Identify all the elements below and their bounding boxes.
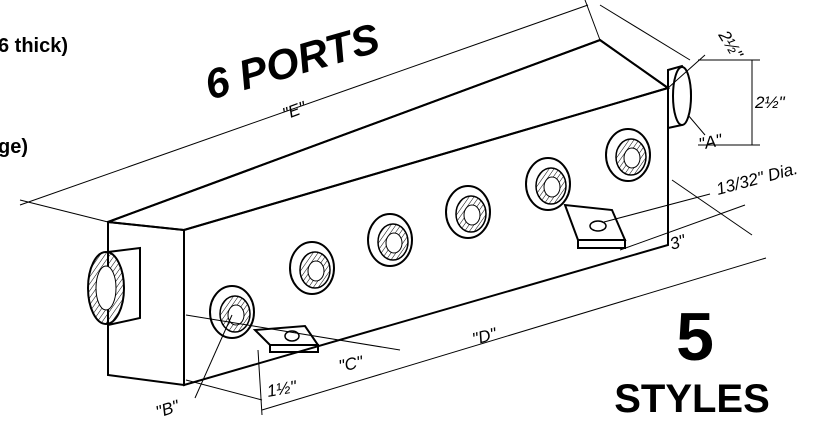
dimension-lines [19, 0, 767, 416]
dimension-d-label: "D" [470, 324, 499, 349]
styles-label: STYLES [614, 377, 770, 421]
hole-diameter-label: 13/32" Dia. [714, 159, 800, 199]
dimension-width-top-label: 2½" [714, 26, 747, 63]
port-5 [525, 157, 571, 211]
dimension-offset-label: 1½" [265, 377, 298, 401]
manifold-body [107, 38, 671, 387]
port-1 [209, 285, 255, 339]
side-note-line1: 6 thick) [0, 35, 68, 57]
dimension-height-right-label: 2½" [754, 93, 786, 112]
mounting-bracket-left [252, 324, 320, 353]
dimension-bracket-length-label: 3" [667, 231, 689, 254]
port-4 [445, 185, 491, 239]
outlet-pipe-right [667, 64, 692, 130]
dimension-e-label: "E" [280, 98, 309, 124]
inlet-pipe-left [87, 246, 141, 327]
headline-ports: 6 PORTS [200, 14, 385, 109]
port-3 [367, 213, 413, 267]
port-2 [289, 241, 335, 295]
dimension-a-label: "A" [697, 130, 725, 154]
dimension-b-label: "B" [153, 396, 182, 422]
side-note-line2: ge) [0, 136, 28, 158]
dimension-c-label: "C" [337, 352, 366, 376]
port-6 [605, 128, 651, 182]
styles-count: 5 [676, 299, 714, 375]
mounting-bracket-right [563, 203, 627, 249]
